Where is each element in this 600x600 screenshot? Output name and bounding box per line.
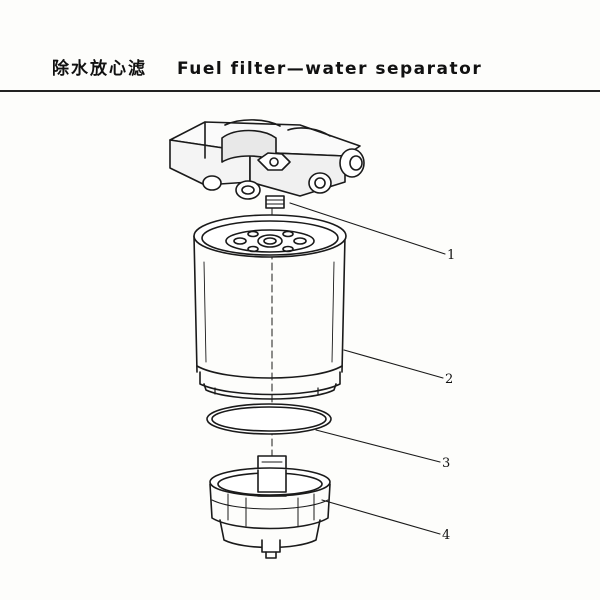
leader-line-2: [343, 349, 444, 379]
page-title: 除水放心滤 Fuel filter—water separator: [52, 54, 482, 79]
callout-1: 1: [447, 248, 456, 263]
seal-ring: [206, 403, 332, 435]
filter-head: [169, 119, 365, 209]
callout-3: 3: [442, 456, 451, 471]
title-english: Fuel filter—water separator: [177, 59, 483, 79]
title-rule: [0, 90, 600, 92]
title-chinese: 除水放心滤: [52, 59, 147, 79]
water-bowl: [209, 455, 331, 559]
leader-line-4: [321, 499, 441, 535]
callout-4: 4: [442, 528, 451, 543]
filter-cartridge: [193, 214, 347, 400]
callout-2: 2: [445, 372, 454, 387]
leader-line-1: [289, 202, 446, 255]
leader-line-3: [315, 429, 441, 463]
